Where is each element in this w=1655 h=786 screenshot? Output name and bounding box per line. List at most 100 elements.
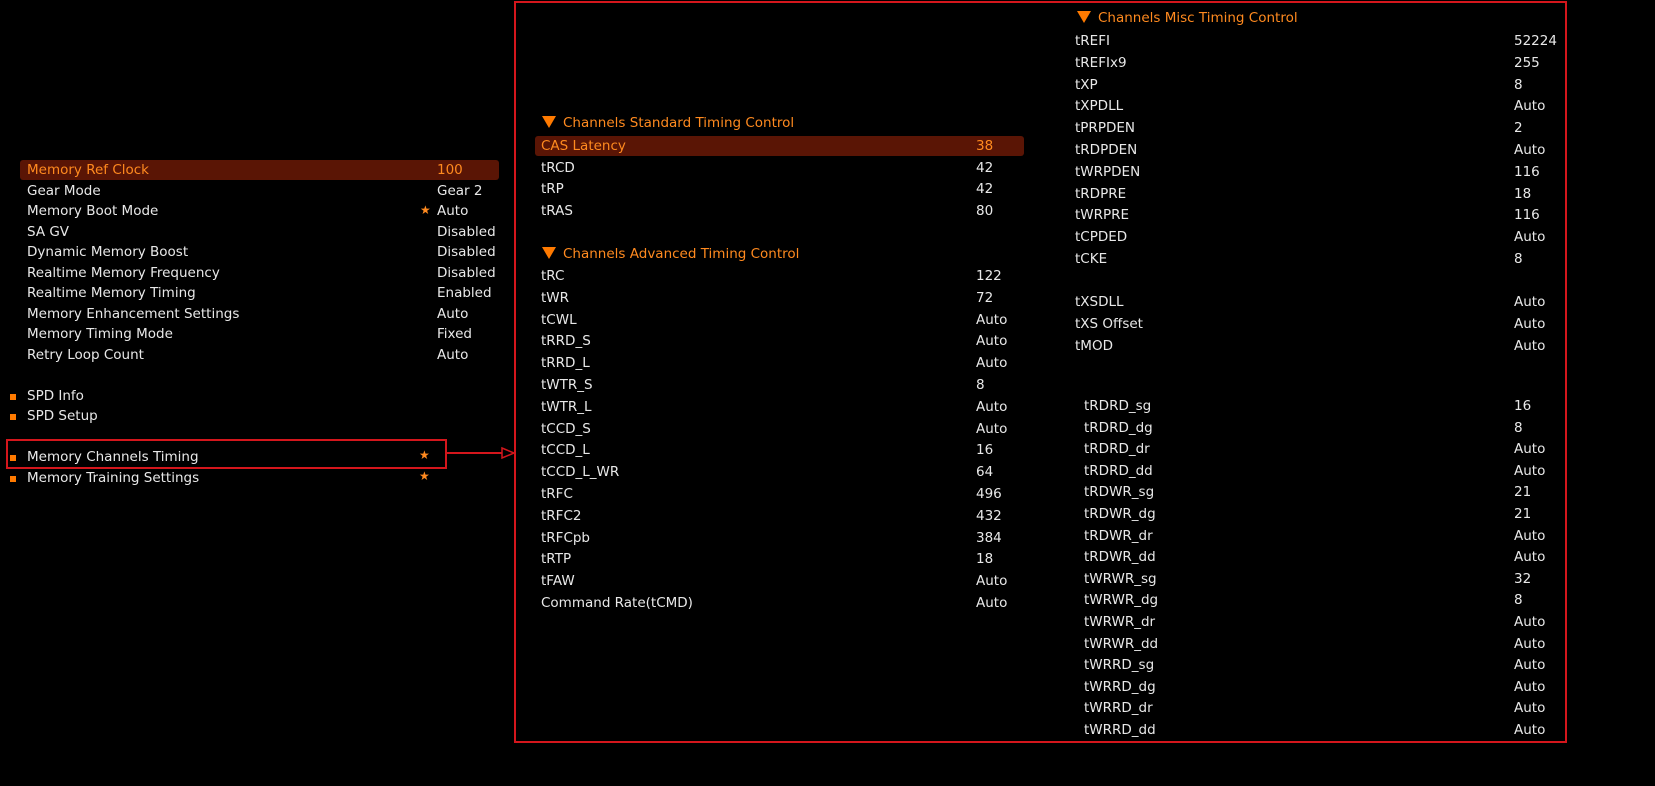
setting-value[interactable]: 8 bbox=[1514, 419, 1523, 436]
setting-value[interactable]: Auto bbox=[976, 355, 1008, 372]
setting-value[interactable]: Auto bbox=[1514, 142, 1546, 158]
setting-value[interactable]: Auto bbox=[1514, 700, 1546, 717]
setting-value[interactable]: 122 bbox=[976, 268, 1002, 284]
setting-value[interactable]: Auto bbox=[1514, 635, 1546, 652]
setting-value[interactable]: Auto bbox=[976, 311, 1008, 328]
setting-value[interactable]: 21 bbox=[1514, 484, 1532, 501]
setting-value[interactable]: 116 bbox=[1514, 163, 1540, 180]
setting-value[interactable]: 80 bbox=[976, 203, 994, 220]
submenu-memory-channels-timing[interactable]: Memory Channels Timing bbox=[10, 447, 440, 467]
setting-value[interactable]: Fixed bbox=[437, 326, 472, 342]
setting-value[interactable]: Auto bbox=[976, 398, 1008, 415]
setting-value[interactable]: 18 bbox=[1514, 185, 1532, 202]
setting-value[interactable]: Auto bbox=[1514, 441, 1546, 458]
setting-value[interactable]: 42 bbox=[976, 181, 994, 198]
setting-value[interactable]: Auto bbox=[976, 333, 1008, 350]
setting-value[interactable]: Disabled bbox=[437, 223, 496, 240]
setting-value[interactable]: Enabled bbox=[437, 285, 492, 301]
setting-value[interactable]: 16 bbox=[976, 442, 994, 459]
setting-value[interactable]: 384 bbox=[976, 529, 1002, 546]
setting-value[interactable]: 16 bbox=[1514, 398, 1532, 414]
setting-value[interactable]: Auto bbox=[1514, 98, 1546, 115]
setting-value[interactable]: Auto bbox=[437, 305, 469, 322]
setting-value[interactable]: 38 bbox=[976, 138, 994, 154]
setting-value[interactable]: 8 bbox=[1514, 592, 1523, 609]
setting-value[interactable]: 8 bbox=[1514, 251, 1523, 267]
setting-value[interactable]: Auto bbox=[1514, 549, 1546, 566]
setting-value[interactable]: Auto bbox=[1514, 294, 1546, 310]
setting-value[interactable]: Auto bbox=[976, 595, 1008, 611]
setting-value[interactable]: Auto bbox=[1514, 657, 1546, 674]
setting-value[interactable]: Auto bbox=[1514, 338, 1546, 354]
setting-value[interactable]: 8 bbox=[976, 377, 985, 393]
setting-value[interactable]: Auto bbox=[976, 420, 1008, 437]
setting-value[interactable]: 432 bbox=[976, 507, 1002, 524]
setting-value[interactable]: 21 bbox=[1514, 506, 1532, 522]
submenu-memory-training-settings[interactable]: Memory Training Settings bbox=[10, 468, 440, 488]
submenu-spd-info[interactable]: SPD Info bbox=[10, 386, 440, 406]
setting-value[interactable]: Auto bbox=[1514, 614, 1546, 630]
misc-timing-header[interactable]: Channels Misc Timing Control bbox=[1077, 8, 1298, 28]
setting-value[interactable]: 100 bbox=[437, 162, 463, 178]
setting-value[interactable]: 18 bbox=[976, 551, 994, 568]
setting-value[interactable]: Disabled bbox=[437, 264, 496, 281]
setting-value[interactable]: Auto bbox=[437, 346, 469, 363]
setting-value[interactable]: Gear 2 bbox=[437, 182, 483, 199]
setting-value[interactable]: 52224 bbox=[1514, 33, 1557, 49]
setting-value[interactable]: Auto bbox=[1514, 527, 1546, 544]
setting-value[interactable]: 116 bbox=[1514, 207, 1540, 224]
setting-value[interactable]: 8 bbox=[1514, 76, 1523, 93]
setting-value[interactable]: 496 bbox=[976, 486, 1002, 502]
setting-value[interactable]: Auto bbox=[1514, 462, 1546, 479]
setting-row-command-rate-tcmd[interactable]: Command Rate(tCMD)Auto bbox=[535, 593, 1024, 613]
advanced-timing-header[interactable]: Channels Advanced Timing Control bbox=[542, 244, 799, 264]
setting-value[interactable]: 2 bbox=[1514, 120, 1523, 137]
